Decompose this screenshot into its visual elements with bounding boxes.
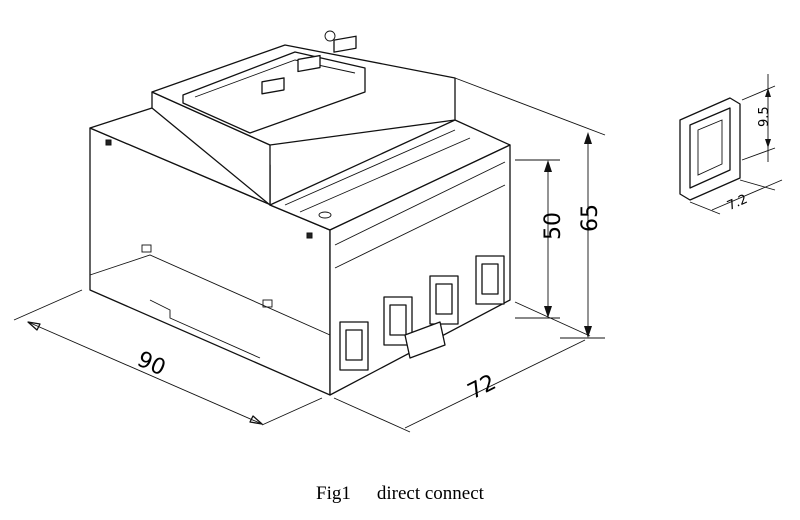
dimension-65: 65 (454, 77, 606, 339)
front-lines (334, 161, 506, 269)
display-inner (194, 59, 356, 98)
dim-50-label: 50 (541, 212, 566, 240)
terminal-2-inner (389, 304, 407, 336)
figure-caption: Fig1 direct connect (0, 483, 800, 505)
dim-90-label: 90 (133, 347, 169, 381)
button-1-icon (261, 77, 285, 95)
dimension-50: 50 (515, 159, 566, 319)
cover-ribs (284, 129, 471, 213)
terminal-opening (697, 119, 723, 176)
front-face (329, 144, 511, 396)
dim-72-label: 72 (464, 370, 500, 405)
mark-3-icon (262, 299, 273, 308)
screw-1-icon (318, 211, 332, 219)
terminal-1-inner (345, 329, 363, 361)
rail-groove (149, 299, 261, 359)
dim-9-5-label: 9.5 (757, 106, 772, 127)
figure-title: direct connect (376, 483, 484, 504)
terminal-4-inner (481, 263, 499, 295)
figure-number: Fig1 (316, 483, 351, 504)
terminal-detail: 9.5 7.2 (679, 74, 783, 215)
mark-1-icon (105, 139, 112, 146)
meter-body (89, 30, 511, 396)
terminal-3-inner (435, 283, 453, 315)
display-window (182, 51, 366, 134)
front-buttons (261, 35, 357, 95)
button-2-icon (297, 54, 321, 73)
mark-2-icon (141, 244, 152, 253)
indicator-dot-icon (324, 30, 336, 42)
mark-4-icon (306, 232, 313, 239)
terminals (339, 255, 505, 371)
button-3-icon (333, 35, 357, 53)
base-slot (89, 254, 331, 336)
terminal-frame-inner (689, 107, 731, 189)
din-clip-icon (404, 321, 446, 359)
dim-65-label: 65 (578, 204, 603, 232)
